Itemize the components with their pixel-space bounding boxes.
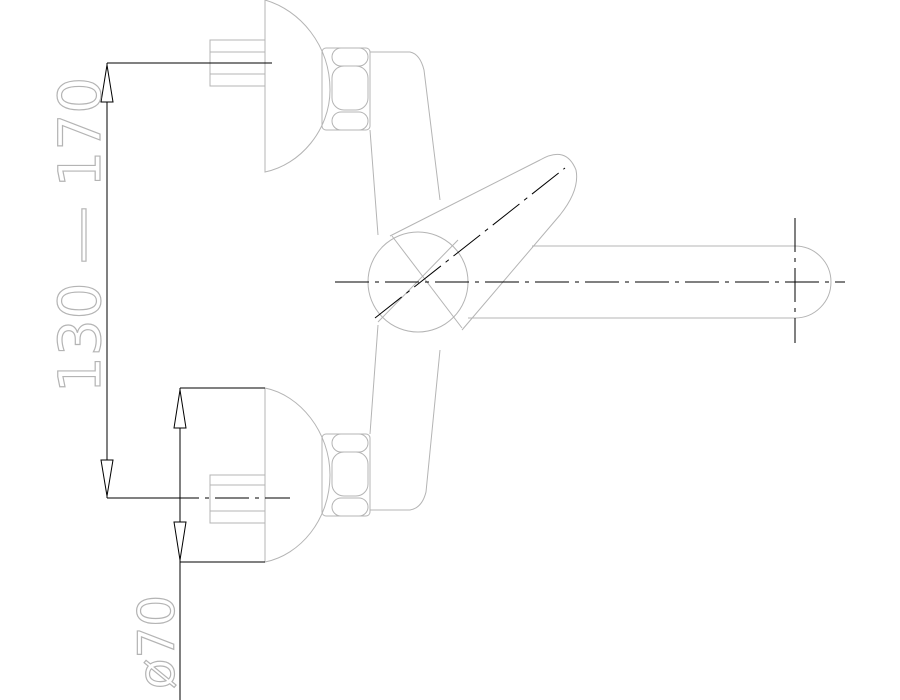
center-lines: [107, 62, 845, 499]
lower-nut-body: [321, 433, 371, 517]
spout-outline: [468, 245, 832, 319]
lower-inlet-pipe: [209, 474, 266, 524]
diameter-arrow-bottom: [173, 521, 187, 561]
lower-wall-rosette: [209, 387, 331, 563]
upper-hex-nut: [321, 47, 371, 131]
lower-hex-nut: [321, 433, 371, 517]
lever-handle: [377, 153, 578, 331]
diameter-dimension: ø70: [127, 387, 265, 700]
spacing-arrow-bottom: [100, 459, 114, 497]
upper-nut-segment-bottom: [331, 111, 369, 131]
lower-rosette-dome: [264, 387, 331, 563]
spacing-dimension: 130 — 170: [45, 63, 165, 499]
diameter-dimension-label: ø70: [128, 595, 186, 689]
spout: [468, 245, 832, 319]
lower-nut-segment-bottom: [331, 497, 369, 517]
upper-nut-body: [321, 47, 371, 131]
lower-nut-segment-mid: [331, 451, 369, 497]
upper-wall-rosette: [209, 0, 331, 173]
lever-center-line: [374, 167, 566, 319]
upper-nut-segment-mid: [331, 65, 369, 111]
lever-outline: [389, 153, 578, 331]
upper-nut-segment-top: [331, 47, 369, 67]
diameter-arrow-top: [173, 389, 187, 429]
lever-hinge-line-2: [377, 239, 459, 323]
spacing-dimension-label: 130 — 170: [46, 77, 114, 393]
upper-rosette-dome: [264, 0, 331, 173]
spacing-arrow-top: [100, 64, 114, 103]
lower-nut-segment-top: [331, 433, 369, 453]
mixer-body-outline: [369, 51, 441, 511]
